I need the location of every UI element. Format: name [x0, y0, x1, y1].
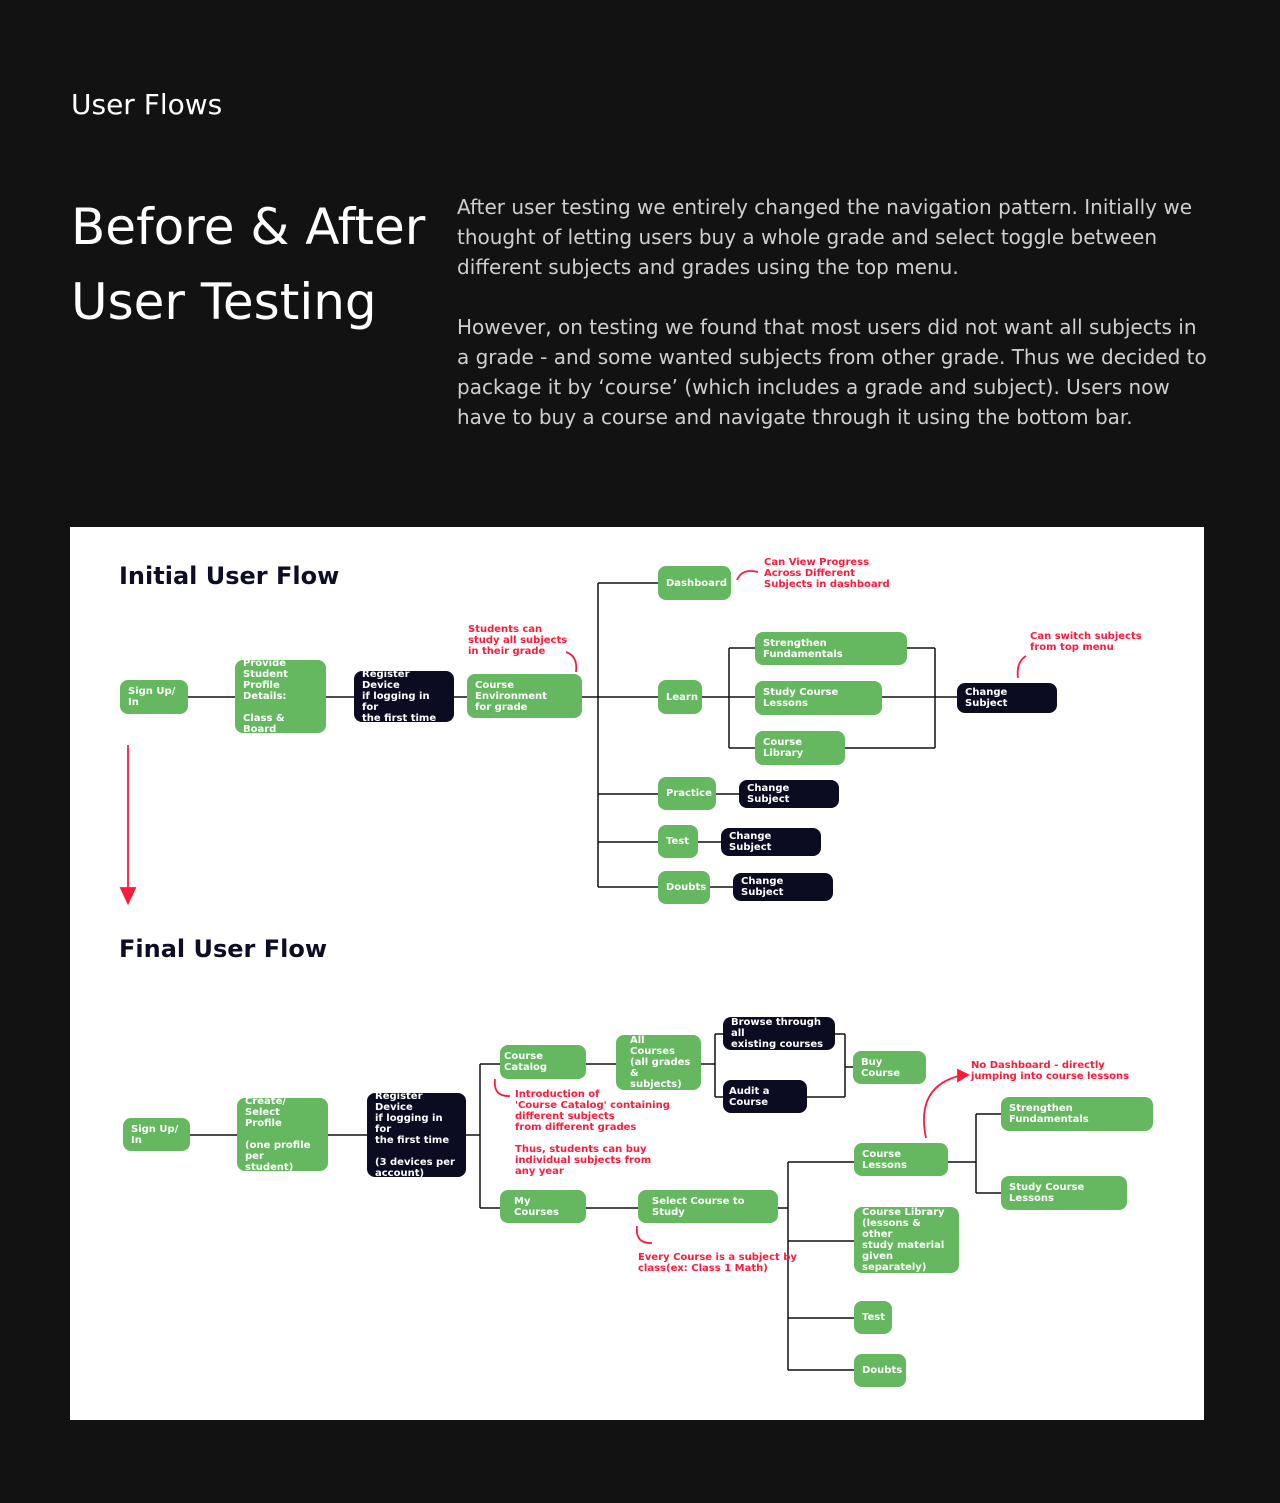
note-dashboard: Can View Progress Across Different Subje… — [764, 557, 890, 590]
paragraph: After user testing we entirely changed t… — [457, 195, 1193, 279]
node-learn: Learn — [658, 680, 702, 714]
node-all-courses: All Courses (all grades & subjects) — [616, 1035, 701, 1090]
node-dashboard: Dashboard — [658, 566, 731, 600]
node-course-catalog: Course Catalog — [500, 1045, 586, 1079]
node-change-subject: Change Subject — [721, 828, 821, 856]
node-select-profile: Create/ Select Profile (one profile per … — [237, 1096, 328, 1173]
node-test: Test — [854, 1301, 892, 1334]
section-label: User Flows — [71, 88, 223, 121]
initial-flow-title: Initial User Flow — [119, 562, 340, 590]
node-course-environment: Course Environment for grade — [467, 674, 582, 718]
node-test: Test — [658, 825, 698, 858]
node-strengthen-fundamentals: Strengthen Fundamentals — [755, 632, 907, 665]
note-course-definition: Every Course is a subject by class(ex: C… — [638, 1252, 797, 1274]
node-change-subject: Change Subject — [739, 780, 839, 808]
node-strengthen-fundamentals: Strengthen Fundamentals — [1001, 1097, 1153, 1131]
node-practice: Practice — [658, 777, 716, 810]
node-course-library: Course Library — [755, 731, 845, 765]
node-doubts: Doubts — [854, 1354, 906, 1387]
node-audit-course: Audit a Course — [723, 1080, 807, 1113]
node-register-device: Register Device if logging in for the fi… — [367, 1091, 466, 1179]
description: After user testing we entirely changed t… — [457, 192, 1207, 462]
note-no-dashboard: No Dashboard - directly jumping into cou… — [971, 1060, 1130, 1082]
node-register-device: Register Device if logging in for the fi… — [354, 669, 454, 724]
node-change-subject: Change Subject — [957, 683, 1057, 713]
node-course-lessons: Course Lessons — [854, 1143, 948, 1176]
node-select-course: Select Course to Study — [638, 1190, 778, 1223]
note-grade: Students can study all subjects in their… — [468, 624, 568, 657]
final-flow-title: Final User Flow — [119, 935, 328, 963]
headline: Before & After User Testing — [71, 198, 426, 331]
node-sign-up: Sign Up/ In — [123, 1118, 190, 1151]
note-buy-individual: Thus, students can buy individual subjec… — [515, 1144, 652, 1177]
node-my-courses: My Courses — [500, 1190, 586, 1223]
node-browse-courses: Browse through all existing courses — [723, 1017, 835, 1050]
node-buy-course: Buy Course — [853, 1051, 926, 1084]
note-course-catalog: Introduction of 'Course Catalog' contain… — [515, 1089, 670, 1133]
node-sign-up: Sign Up/ In — [120, 680, 188, 714]
paragraph: However, on testing we found that most u… — [457, 315, 1207, 429]
node-study-course-lessons: Study Course Lessons — [1001, 1176, 1127, 1210]
node-doubts: Doubts — [658, 871, 710, 904]
node-course-library: Course Library (lessons & other study ma… — [854, 1207, 959, 1273]
node-study-course-lessons: Study Course Lessons — [755, 681, 882, 715]
node-change-subject: Change Subject — [733, 873, 833, 901]
node-student-profile: Provide Student Profile Details: Class &… — [235, 658, 326, 735]
note-switch: Can switch subjects from top menu — [1030, 631, 1142, 653]
